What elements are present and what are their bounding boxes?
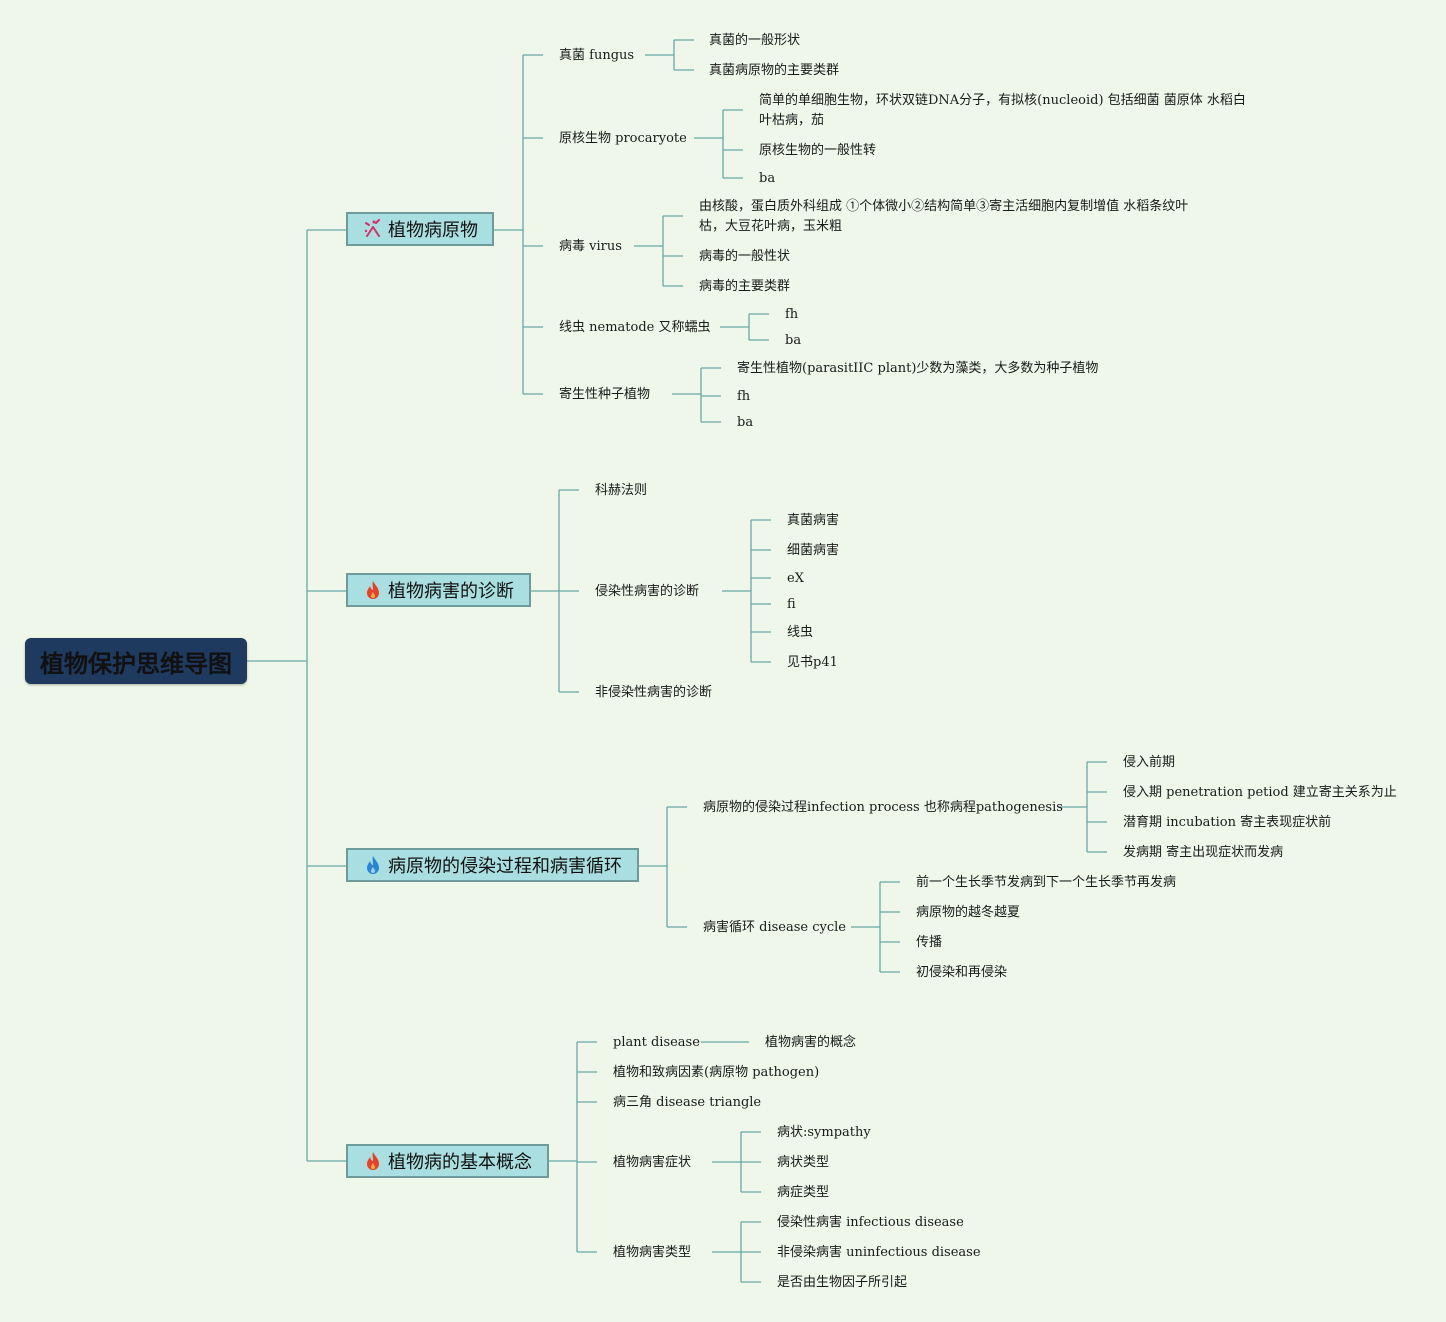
subtopic[interactable]: 真菌的一般形状 [709,33,801,48]
topic-noninfectious-diagnosis[interactable]: 非侵染性病害的诊断 [595,685,713,700]
subtopic[interactable]: fi [787,597,796,612]
branch-label: 植物病害的诊断 [388,581,514,602]
topic-disease-triangle[interactable]: 病三角 disease triangle [613,1095,762,1110]
subtopic[interactable]: 线虫 [787,625,814,640]
branch-pathogens[interactable]: 植物病原物 [346,212,494,246]
subtopic[interactable]: 病毒的主要类群 [699,279,791,294]
subtopic[interactable]: 病毒的一般性状 [699,249,791,264]
subtopic[interactable]: 简单的单细胞生物，环状双链DNA分子，有拟核(nucleoid) 包括细菌 菌原… [759,93,1246,128]
subtopic[interactable]: 见书p41 [787,655,838,670]
subtopic[interactable]: 传播 [916,935,943,950]
sparkle-icon [364,219,382,239]
subtopic[interactable]: 侵入前期 [1123,755,1176,770]
topic-fungus[interactable]: 真菌 fungus [559,48,635,63]
subtopic[interactable]: 前一个生长季节发病到下一个生长季节再发病 [916,875,1177,890]
subtopic[interactable]: 真菌病原物的主要类群 [709,63,840,78]
topic-koch[interactable]: 科赫法则 [595,483,648,498]
branch-label: 植物病的基本概念 [388,1152,532,1173]
branch-infection[interactable]: 病原物的侵染过程和病害循环 [346,848,639,882]
topic-pathogen[interactable]: 植物和致病因素(病原物 pathogen) [613,1065,820,1080]
subtopic[interactable]: 病原物的越冬越夏 [916,905,1021,920]
branch-label: 植物病原物 [388,220,478,241]
topic-nematode[interactable]: 线虫 nematode 又称蠕虫 [559,320,711,335]
branch-diagnosis[interactable]: 植物病害的诊断 [346,573,531,607]
subtopic[interactable]: fh [737,389,751,404]
subtopic[interactable]: 初侵染和再侵染 [916,965,1008,980]
subtopic[interactable]: 由核酸，蛋白质外科组成 ①个体微小②结构简单③寄主活细胞内复制增值 水稻条纹叶枯… [699,199,1189,234]
subtopic[interactable]: 侵入期 penetration petiod 建立寄主关系为止 [1123,785,1397,800]
topic-infection-process[interactable]: 病原物的侵染过程infection process 也称病程pathogenes… [703,800,1063,815]
subtopic[interactable]: 原核生物的一般性转 [759,143,877,158]
branch-label: 病原物的侵染过程和病害循环 [388,856,622,877]
subtopic[interactable]: ba [759,171,776,186]
subtopic[interactable]: fh [785,307,799,322]
topic-disease-cycle[interactable]: 病害循环 disease cycle [703,920,846,935]
subtopic[interactable]: 植物病害的概念 [765,1035,857,1050]
topic-parasitic-plants[interactable]: 寄生性种子植物 [559,387,651,402]
topic-plant-disease[interactable]: plant disease [613,1035,700,1050]
topic-disease-types[interactable]: 植物病害类型 [613,1245,692,1260]
water-drop-icon [364,855,382,875]
subtopic[interactable]: 侵染性病害 infectious disease [777,1215,964,1230]
topic-symptoms[interactable]: 植物病害症状 [613,1155,692,1170]
subtopic[interactable]: ba [785,333,802,348]
branch-basic-concepts[interactable]: 植物病的基本概念 [346,1144,549,1178]
root-topic[interactable]: 植物保护思维导图 [25,638,247,684]
subtopic[interactable]: 是否由生物因子所引起 [777,1275,908,1290]
subtopic[interactable]: 寄生性植物(parasitIIC plant)少数为藻类，大多数为种子植物 [737,361,1099,376]
topic-procaryote[interactable]: 原核生物 procaryote [559,131,687,146]
subtopic[interactable]: 潜育期 incubation 寄主表现症状前 [1123,815,1332,830]
fire-icon [364,580,382,600]
subtopic[interactable]: 细菌病害 [787,543,840,558]
subtopic[interactable]: eX [787,571,804,586]
subtopic[interactable]: 发病期 寄主出现症状而发病 [1123,845,1284,860]
topic-virus[interactable]: 病毒 virus [559,239,622,254]
subtopic[interactable]: 病症类型 [777,1185,830,1200]
fire-icon [364,1151,382,1171]
subtopic[interactable]: 病状:sympathy [777,1125,871,1140]
subtopic[interactable]: ba [737,415,754,430]
subtopic[interactable]: 非侵染病害 uninfectious disease [777,1245,981,1260]
subtopic[interactable]: 病状类型 [777,1155,830,1170]
topic-infectious-diagnosis[interactable]: 侵染性病害的诊断 [595,584,700,599]
subtopic[interactable]: 真菌病害 [787,513,840,528]
